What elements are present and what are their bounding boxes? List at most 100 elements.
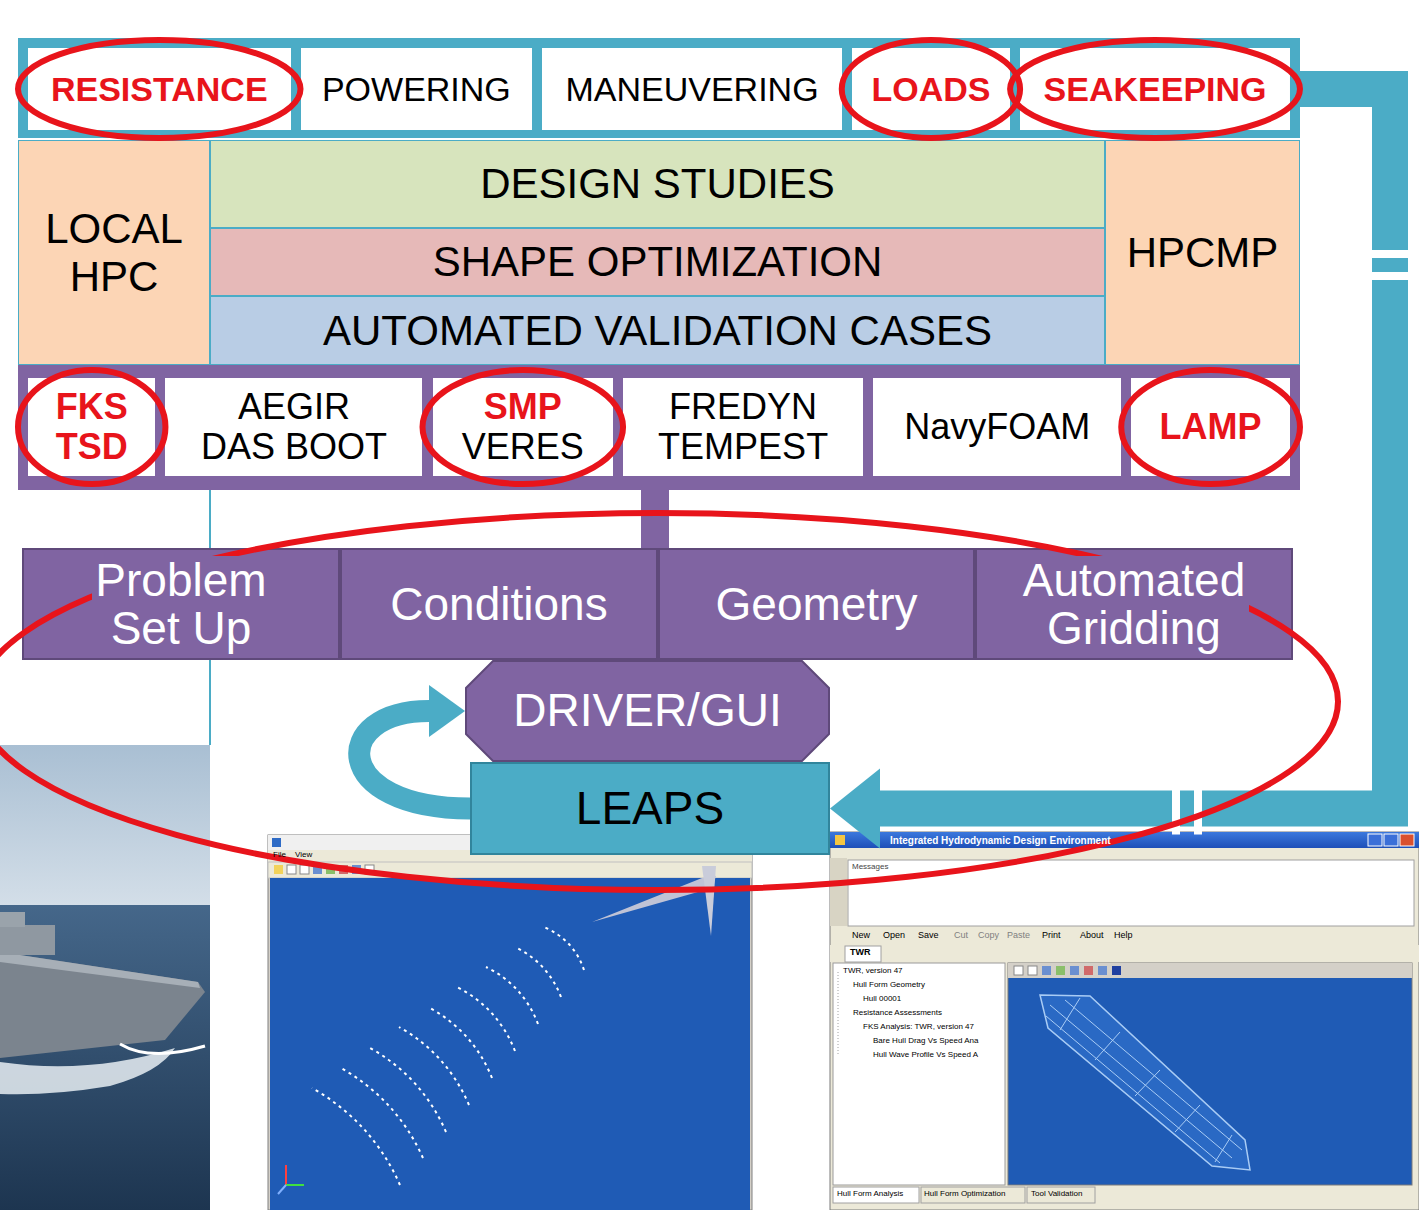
ship-photo <box>0 1048 175 1094</box>
node-label: HPCMP <box>1124 229 1282 276</box>
ship-photo <box>0 912 25 927</box>
highlight-ellipse <box>0 513 1338 890</box>
flow-arrow <box>880 89 1390 809</box>
wave-viewer-screenshot <box>486 967 538 1024</box>
ship-photo <box>0 745 210 905</box>
label-holder: File <box>273 851 286 860</box>
design-environment-screenshot <box>838 972 839 1056</box>
label-holder: Hull 00001 <box>863 995 901 1004</box>
capability-band: DESIGN STUDIES <box>210 140 1105 228</box>
label-holder: Save <box>918 931 939 941</box>
analysis-box: SEAKEEPING <box>1020 48 1290 130</box>
design-environment-screenshot <box>921 1187 1025 1203</box>
wave-viewer-screenshot <box>457 987 515 1051</box>
node-label: LOADS <box>868 70 993 108</box>
flow-arrow <box>830 769 880 849</box>
setup-box: Automated Gridding <box>975 548 1293 660</box>
analysis-box: MANEUVERING <box>542 48 841 130</box>
design-environment-screenshot <box>830 945 1419 962</box>
design-environment-screenshot <box>833 1187 919 1203</box>
node-label: LAMP <box>1157 407 1265 447</box>
highlight-ellipse <box>842 40 1020 138</box>
screen-text: Paste <box>1007 931 1030 941</box>
wave-viewer-screenshot <box>285 1165 287 1185</box>
flow-arrow <box>830 89 1416 849</box>
design-environment-screenshot <box>1060 998 1080 1030</box>
highlight-ellipse <box>1010 40 1300 138</box>
octagon-outline <box>466 661 829 761</box>
wave-viewer-screenshot <box>313 865 322 874</box>
design-environment-screenshot <box>833 963 1005 1185</box>
screen-text: Cut <box>954 931 968 941</box>
screen-text: Tool Validation <box>1031 1190 1082 1199</box>
wave-viewer-screenshot <box>268 835 752 1210</box>
tool-bar <box>18 365 1300 490</box>
analysis-bar <box>18 38 1300 138</box>
wave-viewer-screenshot <box>270 878 750 1210</box>
label-holder: Hull Form Analysis <box>837 1190 903 1199</box>
design-environment-screenshot <box>1095 1032 1120 1060</box>
tool-stem <box>641 490 669 550</box>
design-environment-screenshot <box>1065 1000 1242 1150</box>
node-label: Geometry <box>713 580 921 628</box>
wave-viewer-screenshot <box>339 865 348 874</box>
screen-text: New <box>852 931 870 941</box>
design-environment-screenshot <box>845 946 881 962</box>
node-label: RESISTANCE <box>48 70 271 108</box>
wave-viewer-screenshot <box>274 865 283 874</box>
wave-viewer-screenshot <box>515 947 561 997</box>
flow-arrow <box>359 685 470 809</box>
tool-box: NavyFOAM <box>873 378 1121 476</box>
design-environment-screenshot <box>1027 1187 1095 1203</box>
screen-text: Copy <box>978 931 999 941</box>
tool-box: SMPVERES <box>433 378 614 476</box>
design-environment-screenshot <box>1014 966 1023 975</box>
label-holder: Copy <box>978 931 999 941</box>
label-holder: Hull Form Optimization <box>924 1190 1005 1199</box>
analysis-box: POWERING <box>301 48 533 130</box>
design-environment-screenshot <box>1384 834 1398 846</box>
tool-bar <box>18 365 1300 490</box>
label-holder: TWR <box>850 948 871 958</box>
screen-text: About <box>1080 931 1104 941</box>
label-holder: Integrated Hydrodynamic Design Environme… <box>890 835 1111 846</box>
label-holder: TWR, version 47 <box>843 967 903 976</box>
flow-arrow <box>1364 250 1416 258</box>
design-environment-screenshot <box>830 832 1419 1210</box>
design-environment-screenshot <box>1400 834 1414 846</box>
label-holder: New <box>852 931 870 941</box>
design-environment-screenshot <box>1215 1135 1232 1162</box>
label-holder: Messages <box>852 863 888 872</box>
ship-photo <box>0 745 210 1210</box>
node-label: VERES <box>459 427 587 467</box>
node-label: LEAPS <box>573 783 727 835</box>
design-environment-screenshot <box>1008 963 1412 978</box>
node-label: DESIGN STUDIES <box>477 160 838 207</box>
design-environment-screenshot <box>1135 1070 1160 1096</box>
wave-viewer-screenshot <box>326 865 335 874</box>
design-environment-screenshot <box>1040 995 1250 1170</box>
design-environment-screenshot <box>1028 966 1037 975</box>
screen-text: Hull Form Optimization <box>924 1190 1005 1199</box>
label-holder: Cut <box>954 931 968 941</box>
label-holder: Print <box>1042 931 1061 941</box>
tool-box: FKS TSD <box>28 378 155 476</box>
screen-text: Integrated Hydrodynamic Design Environme… <box>890 835 1111 846</box>
screen-text: Save <box>918 931 939 941</box>
setup-box: Problem Set Up <box>22 548 340 660</box>
flow-arrow <box>359 711 470 809</box>
node-label: LOCAL HPC <box>42 205 186 299</box>
design-environment-screenshot <box>1098 966 1107 975</box>
node-label: AEGIR DAS BOOT <box>197 387 391 468</box>
screen-text: Bare Hull Drag Vs Speed Ana <box>873 1037 978 1046</box>
compute-resource-box: LOCAL HPC <box>18 140 210 365</box>
node-label: NavyFOAM <box>901 407 1093 447</box>
node-label: SMP <box>481 387 565 427</box>
wave-viewer-screenshot <box>428 1007 492 1078</box>
screen-text: Resistance Assessments <box>853 1009 942 1018</box>
flow-arrow <box>1172 783 1180 835</box>
screen-text: Help <box>1114 931 1133 941</box>
compute-resource-box: HPCMP <box>1105 140 1300 365</box>
design-environment-screenshot <box>1046 1016 1220 1163</box>
